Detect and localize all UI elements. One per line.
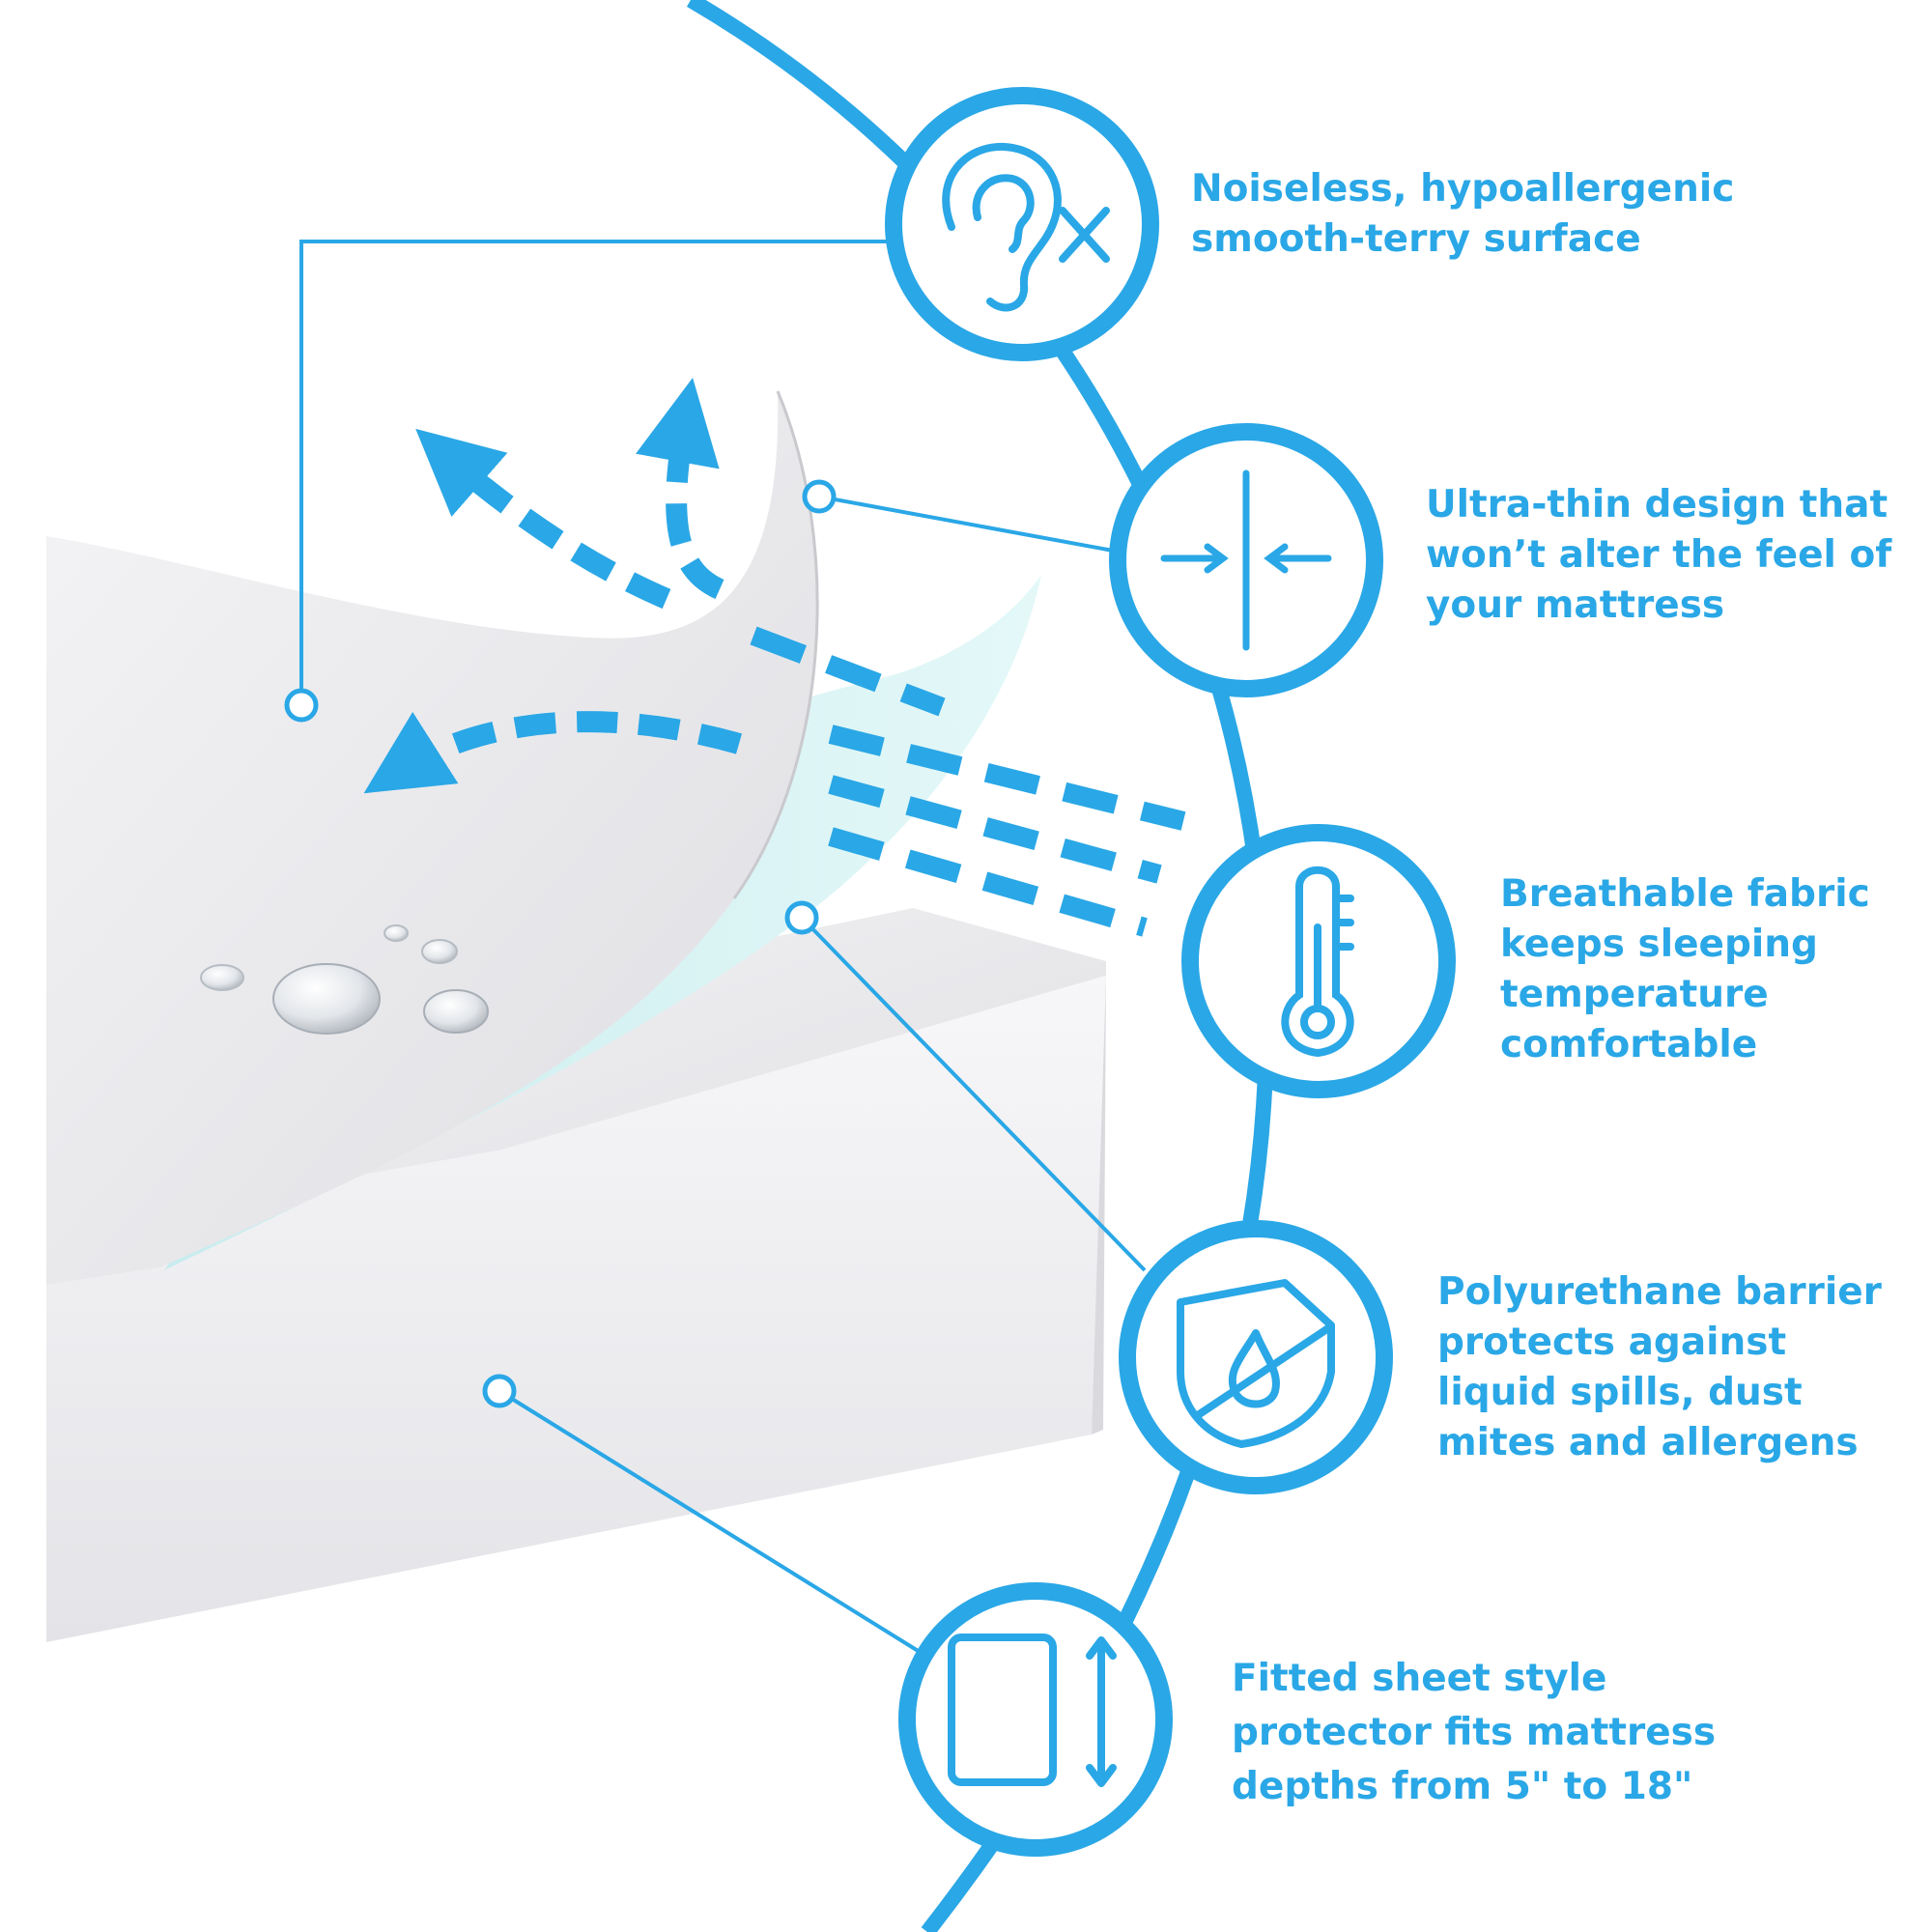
ear-noise-off-icon (942, 142, 1110, 312)
leader-line-barrier (800, 916, 1147, 1272)
feature-text-fitted: Fitted sheet style protector fits mattre… (1232, 1652, 1716, 1814)
feature-line: your mattress (1426, 583, 1725, 627)
leader-line-fitted (497, 1389, 929, 1659)
waterproof-shield-icon (1177, 1279, 1335, 1448)
feature-line: Breathable fabric (1500, 872, 1870, 916)
feature-line: Ultra-thin design that (1426, 483, 1889, 526)
airflow-arrow-up (636, 378, 724, 600)
fitted-sheet-depth-icon (948, 1634, 1117, 1787)
leader-dot-surface (284, 688, 319, 723)
feature-line: Fitted sheet style (1232, 1657, 1607, 1700)
feature-line: protector fits mattress (1232, 1711, 1717, 1754)
airflow-dashes (750, 626, 1186, 937)
feature-line: comfortable (1500, 1023, 1758, 1066)
mattress-front-side (46, 976, 1106, 1642)
feature-line: Noiseless, hypoallergenic (1191, 167, 1735, 211)
leader-dot-fitted (482, 1374, 517, 1408)
top-fabric-edge (732, 390, 819, 899)
feature-text-thin: Ultra-thin design that won’t alter the f… (1426, 480, 1891, 631)
leader-lines (299, 240, 1147, 1659)
thermometer-icon (1281, 866, 1354, 1058)
icon-circle-4 (1119, 1220, 1393, 1494)
mattress-right-edge (1092, 976, 1106, 1435)
icon-circle-5 (898, 1582, 1173, 1857)
leader-line-thin (818, 495, 1114, 553)
feature-text-breathable: Breathable fabric keeps sleeping tempera… (1500, 869, 1870, 1070)
airflow-arrow-up-left (415, 428, 671, 610)
top-fabric-layer (46, 391, 818, 1285)
feature-line: temperature (1500, 973, 1769, 1016)
feature-line: Polyurethane barrier (1437, 1270, 1882, 1314)
leader-dot-thin (802, 479, 837, 514)
feature-text-barrier: Polyurethane barrier protects against li… (1437, 1267, 1882, 1468)
airflow-arrows (363, 378, 743, 794)
feature-line: protects against (1437, 1321, 1787, 1364)
leader-dots (284, 479, 837, 1408)
feature-line: liquid spills, dust (1437, 1371, 1803, 1414)
feature-line: mites and allergens (1437, 1421, 1859, 1464)
feature-line: smooth-terry surface (1191, 217, 1641, 261)
feature-line: won’t alter the feel of (1426, 533, 1892, 577)
feature-line: depths from 5" to 18" (1232, 1765, 1693, 1808)
thin-layer-arrows-icon (1160, 469, 1332, 651)
feature-line: keeps sleeping (1500, 923, 1818, 966)
leader-dot-barrier (784, 900, 819, 935)
water-droplets (200, 924, 489, 1035)
feature-text-surface: Noiseless, hypoallergenic smooth-terry s… (1191, 164, 1734, 265)
leader-line-surface (299, 240, 896, 705)
